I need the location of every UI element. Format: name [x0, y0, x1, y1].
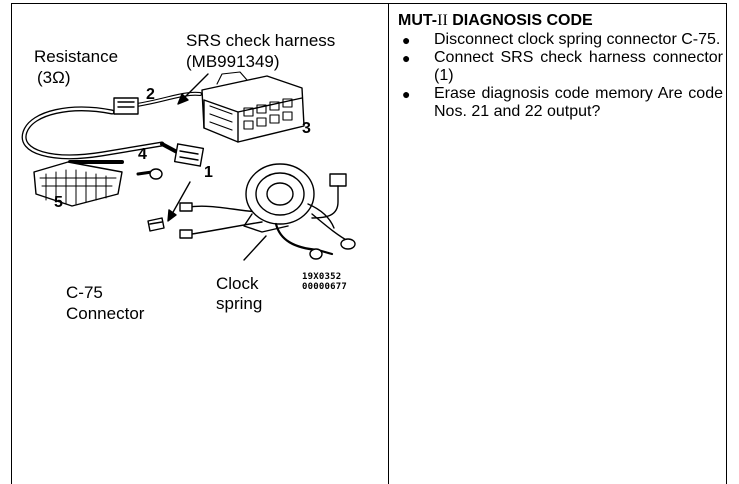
harness-drawing: [21, 71, 356, 261]
list-item: ● Disconnect clock spring connector C-75.: [398, 31, 723, 49]
harness-illustration: Resistance (3Ω) SRS check harness (MB991…: [12, 4, 388, 323]
bullet-icon: ●: [402, 32, 411, 48]
list-item: ● Erase diagnosis code memory Are code No…: [398, 85, 723, 121]
connector-word-label: Connector: [66, 304, 145, 323]
connector-5: [33, 161, 123, 207]
title-suffix: DIAGNOSIS CODE: [447, 12, 593, 29]
figure-code-1: 19X0352: [302, 272, 342, 282]
spring-label: spring: [216, 294, 263, 313]
callout-1: 1: [204, 164, 213, 181]
title-prefix: MUT-: [398, 12, 438, 29]
resistance-label: Resistance: [34, 47, 119, 66]
callout-2: 2: [146, 86, 155, 103]
connector-id-label: C-75: [66, 283, 103, 302]
column-divider: [388, 4, 389, 484]
procedure-section: MUT-II DIAGNOSIS CODE ● Disconnect clock …: [398, 12, 723, 121]
plug-4: [149, 168, 163, 180]
clock-label: Clock: [216, 274, 259, 293]
steps-list: ● Disconnect clock spring connector C-75.…: [398, 31, 723, 121]
connector-1: [173, 143, 205, 167]
harness-label: SRS check harness: [186, 31, 336, 50]
resistance-value-label: (3Ω): [37, 68, 71, 87]
step-text: Connect SRS check harness connector (1): [434, 49, 723, 84]
section-title: MUT-II DIAGNOSIS CODE: [398, 12, 723, 30]
c75-connector: [147, 217, 165, 232]
callout-5: 5: [54, 194, 63, 211]
bullet-icon: ●: [402, 50, 411, 66]
callout-4: 4: [138, 146, 147, 163]
list-item: ● Connect SRS check harness connector (1): [398, 49, 723, 85]
bullet-icon: ●: [402, 86, 411, 102]
step-text: Erase diagnosis code memory Are code Nos…: [434, 85, 723, 120]
callout-3: 3: [302, 120, 311, 137]
harness-part-label: (MB991349): [186, 52, 280, 71]
resistance-block: [113, 97, 139, 115]
title-roman: II: [437, 12, 448, 29]
figure-code-2: 00000677: [302, 282, 347, 292]
step-text: Disconnect clock spring connector C-75.: [434, 31, 721, 48]
page-frame: Resistance (3Ω) SRS check harness (MB991…: [11, 3, 727, 484]
